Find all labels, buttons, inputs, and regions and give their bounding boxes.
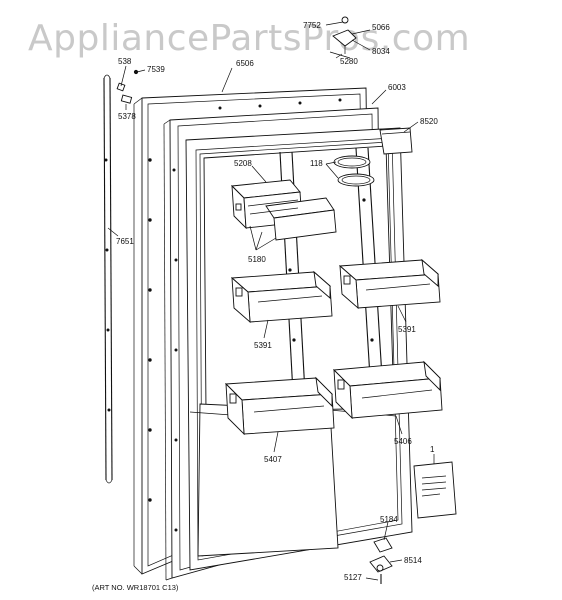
callout-5180: 5180 <box>248 255 266 264</box>
callout-7752: 7752 <box>303 21 321 30</box>
art-number: (ART NO. WR18701 C13) <box>92 583 179 592</box>
callout-5378: 5378 <box>118 112 136 121</box>
callout-6003: 6003 <box>388 83 406 92</box>
upper-door-bin-left <box>230 270 333 324</box>
callout-5391-right: 5391 <box>398 325 416 334</box>
dairy-compartment <box>333 155 375 187</box>
door-top-trim <box>379 127 413 155</box>
upper-door-bin-right <box>338 258 441 310</box>
callout-8514: 8514 <box>404 556 422 565</box>
callout-6506: 6506 <box>236 59 254 68</box>
callout-8034: 8034 <box>372 47 390 56</box>
callout-8520: 8520 <box>420 117 438 126</box>
stop-parts <box>116 69 139 104</box>
callout-5127: 5127 <box>344 573 362 582</box>
door-module <box>231 179 337 241</box>
bottom-hinge-parts <box>369 537 393 584</box>
owner-manual <box>413 461 457 519</box>
callout-118: 118 <box>310 159 323 168</box>
callout-1: 1 <box>430 445 435 454</box>
callout-7539: 7539 <box>147 65 165 74</box>
callout-5391-left: 5391 <box>254 341 272 350</box>
callout-5066: 5066 <box>372 23 390 32</box>
callout-7651: 7651 <box>116 237 134 246</box>
part-callouts: 538 7539 5378 6506 7752 5066 8034 5280 6… <box>116 21 438 582</box>
top-hinge-parts <box>329 16 357 59</box>
lower-door-bin-right <box>333 360 443 420</box>
callout-5208: 5208 <box>234 159 252 168</box>
leader-lines <box>107 21 435 581</box>
callout-5407: 5407 <box>264 455 282 464</box>
door-rod <box>103 74 113 484</box>
callout-5280: 5280 <box>340 57 358 66</box>
callout-5184: 5184 <box>380 515 398 524</box>
callout-538: 538 <box>118 57 132 66</box>
callout-5406: 5406 <box>394 437 412 446</box>
lower-door-bin-left <box>224 376 335 436</box>
watermark-text: AppliancePartsPros.com <box>28 18 470 59</box>
